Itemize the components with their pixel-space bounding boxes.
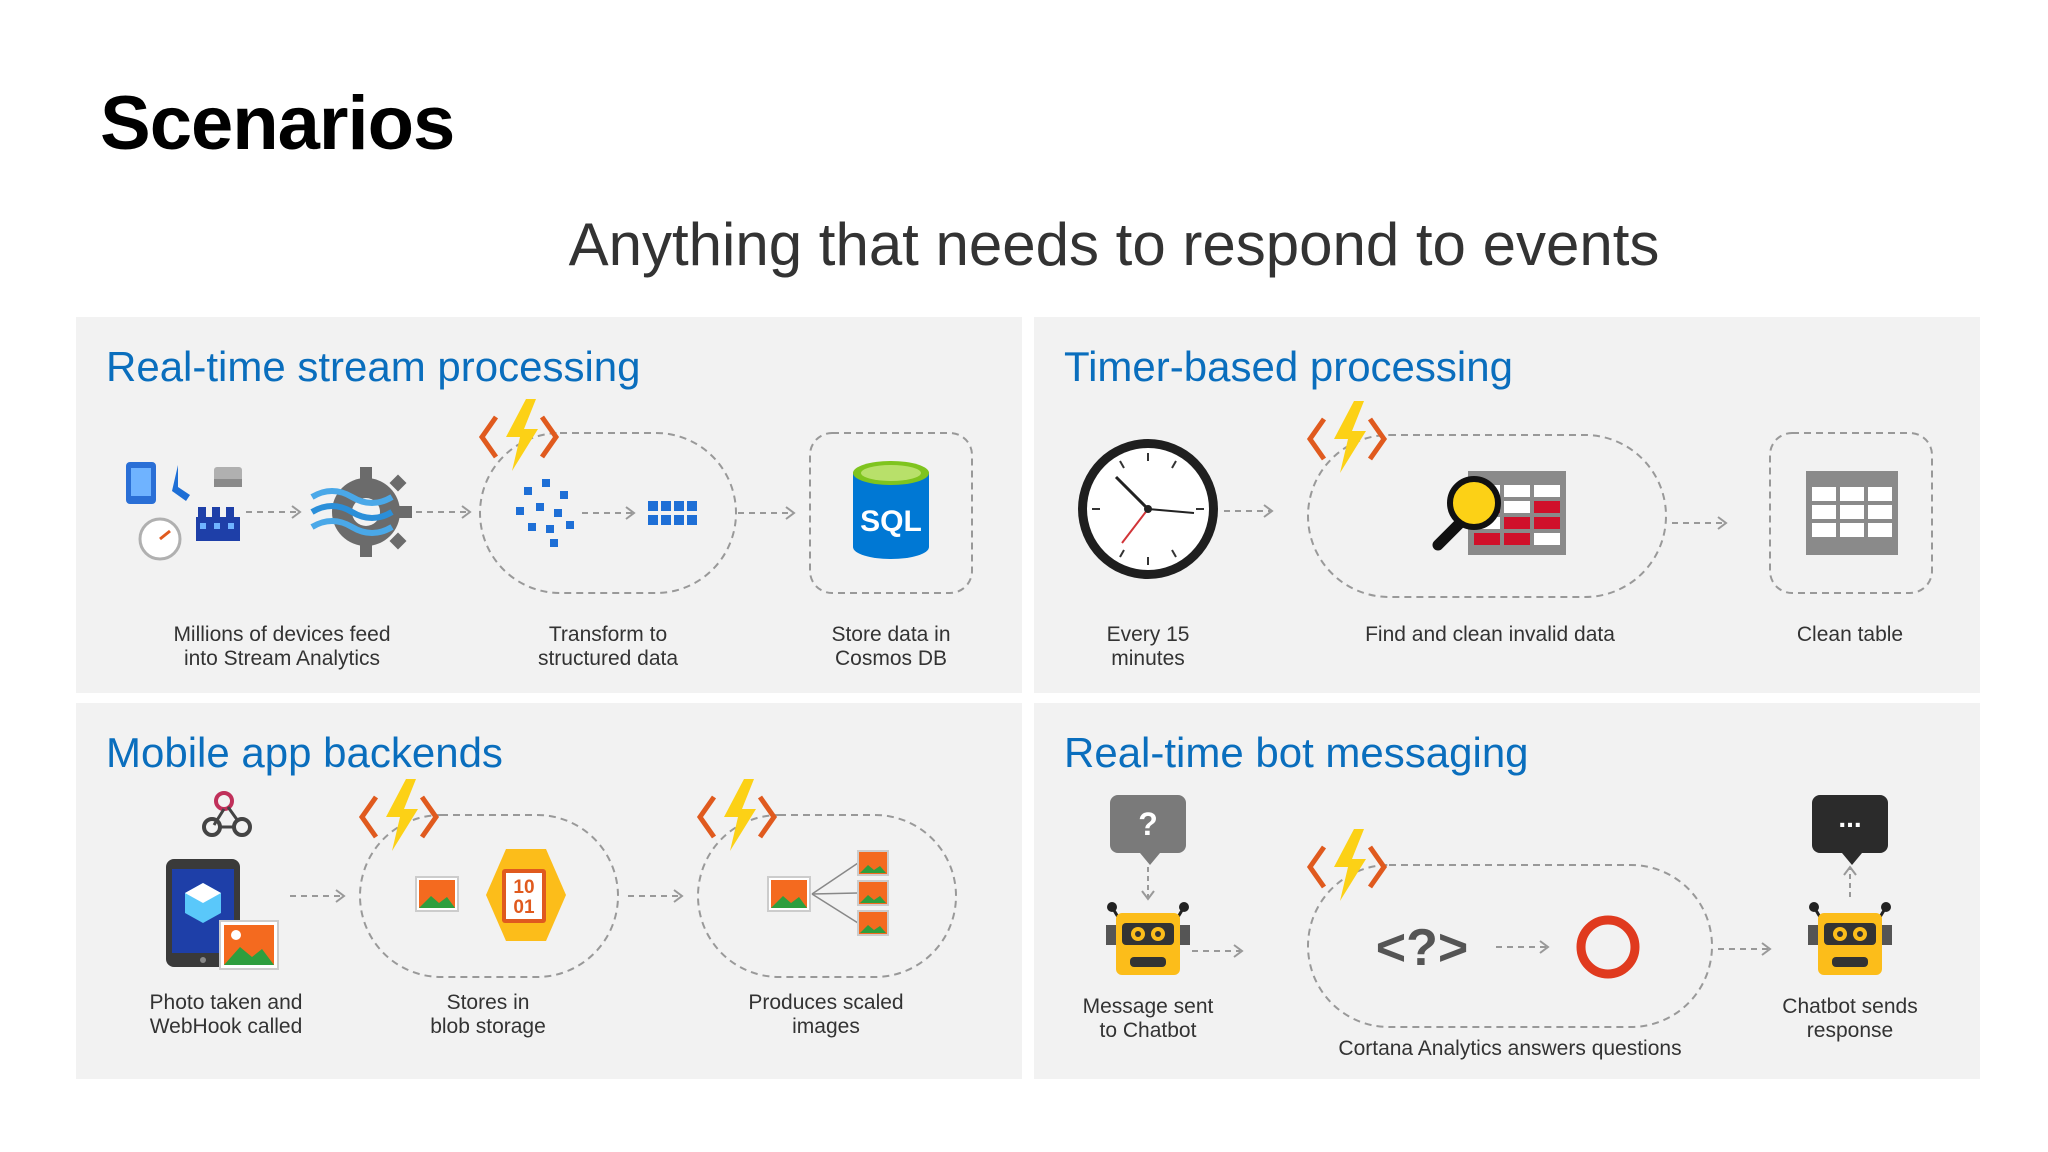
caption-cortana: Cortana Analytics answers questions [1338,1037,1682,1060]
devices-icon [126,462,242,561]
sql-label: SQL [860,505,922,538]
cortana-icon [1576,915,1640,979]
azure-functions-icon [1306,829,1388,901]
caption-scaled-images: Produces scaled images [748,991,904,1038]
clean-table-box [1769,432,1933,594]
caption-message-sent: Message sent to Chatbot [1082,995,1214,1042]
response-bubble-icon [1812,795,1888,865]
chatbot-robot-icon [1106,902,1190,975]
binary-top: 10 [513,877,534,898]
blob-storage-icon [486,849,566,941]
panel-title: Mobile app backends [106,729,503,776]
photo-icon [415,876,459,912]
panel-title: Timer-based processing [1064,343,1513,390]
panel-timer-processing: Timer-based processing [1034,317,1980,693]
chatbot-robot-icon [1808,902,1892,975]
structured-data-icon [648,501,697,525]
function-scope [1307,434,1667,598]
question-bubble-icon [1110,795,1186,865]
panel-stream-processing: Real-time stream processing [76,317,1022,693]
sql-database-icon [853,461,929,559]
function-scope-resize [697,814,957,978]
cosmos-db-box [809,432,973,594]
question-mark: ? [1138,806,1158,842]
caption-every-15-minutes: Every 15 minutes [1106,623,1190,670]
stream-analytics-icon [310,467,412,557]
page-subtitle: Anything that needs to respond to events [568,211,1660,278]
page-title: Scenarios [100,81,455,166]
caption-devices: Millions of devices feed into Stream Ana… [173,623,391,670]
caption-transform: Transform to structured data [537,623,679,670]
function-scope-storage [359,814,619,978]
bot-messaging-diagram: ? <?> [1106,795,1892,1028]
function-scope [1307,864,1713,1028]
webhook-icon [202,791,252,837]
caption-chatbot-response: Chatbot sends response [1782,995,1918,1042]
mobile-backends-diagram: 10 01 [166,779,957,978]
clean-table-icon [1806,471,1898,555]
scaled-images-icon [767,850,889,936]
binary-bottom: 01 [513,897,535,918]
photo-icon [219,920,279,970]
clock-icon [1078,439,1218,579]
caption-cosmos: Store data in Cosmos DB [831,623,951,670]
panel-title: Real-time bot messaging [1064,729,1529,776]
code-question-icon: <?> [1376,919,1469,977]
azure-functions-icon [1306,401,1388,473]
caption-clean-table: Clean table [1796,623,1904,646]
timer-processing-diagram [1078,401,1933,598]
azure-functions-icon [478,399,560,471]
azure-functions-icon [696,779,778,851]
panel-mobile-backends: Mobile app backends [76,703,1022,1079]
caption-find-clean: Find and clean invalid data [1365,623,1615,646]
caption-blob-storage: Stores in blob storage [430,991,546,1038]
stream-processing-diagram: SQL [126,399,973,594]
caption-photo-webhook: Photo taken and WebHook called [149,991,303,1038]
magnifier-icon [1432,476,1501,551]
unstructured-data-icon [516,479,574,547]
panel-bot-messaging: Real-time bot messaging ? [1034,703,1980,1079]
panel-title: Real-time stream processing [106,343,641,390]
function-scope [479,432,737,594]
azure-functions-icon [358,779,440,851]
ellipsis: ... [1838,802,1861,833]
